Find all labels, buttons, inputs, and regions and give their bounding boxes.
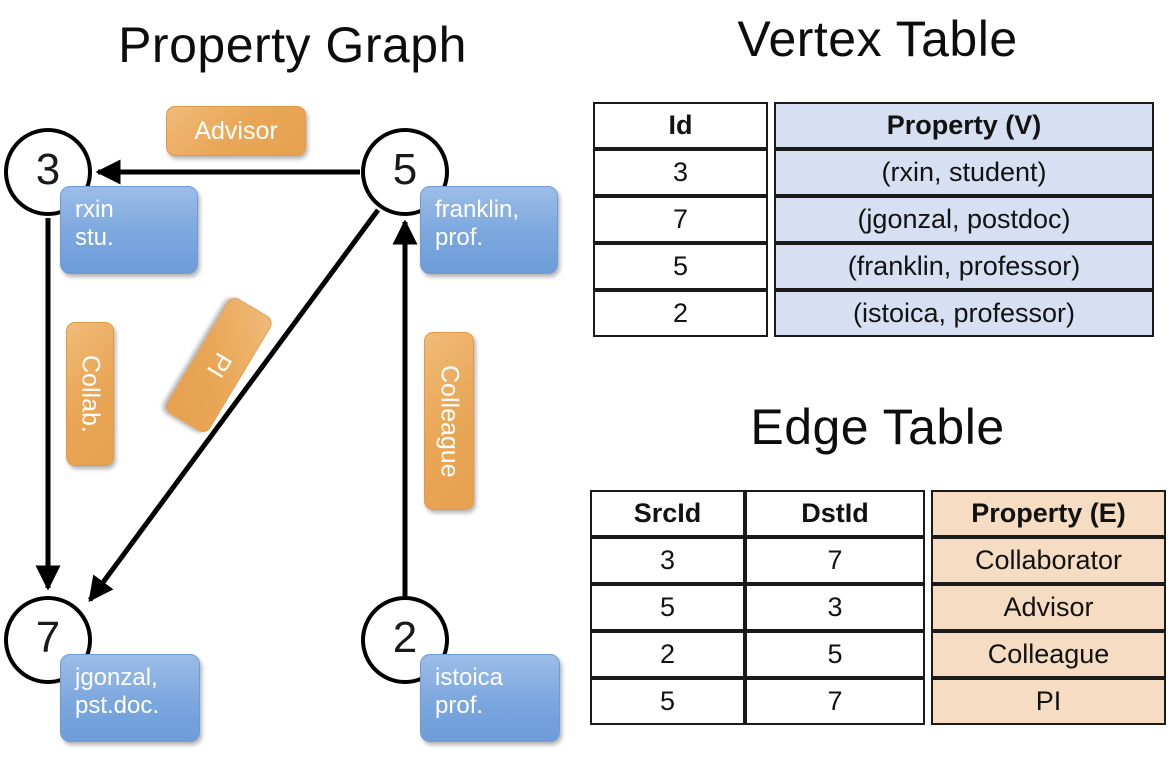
node-7-prop-line1: jgonzal,	[75, 664, 158, 691]
node-2-prop-line1: istoica	[435, 664, 504, 691]
property-graph-title: Property Graph	[118, 17, 467, 73]
table-row[interactable]: 7 (jgonzal, postdoc)	[593, 196, 1154, 243]
vertex-table: Id Property (V) 3 (rxin, student) 7 (jgo…	[593, 102, 1154, 337]
edge-table: SrcId DstId Property (E) 3 7 Collaborato…	[590, 490, 1166, 725]
edge-row-3-property: PI	[931, 678, 1166, 725]
node-3-prop-line1: rxin	[75, 196, 114, 223]
node-property-box-7: jgonzal, pst.doc.	[60, 654, 200, 742]
table-row[interactable]: 5 (franklin, professor)	[593, 243, 1154, 290]
graph-node-2-label: 2	[392, 613, 418, 662]
node-2-prop-line2: prof.	[435, 692, 484, 720]
vertex-table-title: Vertex Table	[737, 11, 1018, 67]
table-row[interactable]: 3 7 Collaborator	[590, 537, 1166, 584]
table-row[interactable]: 3 (rxin, student)	[593, 149, 1154, 196]
table-row[interactable]: 5 7 PI	[590, 678, 1166, 725]
node-7-prop-line2: pst.doc.	[75, 692, 160, 720]
property-graph-diagram: 3 5 7 2 rxin stu. franklin, prof. jgonza…	[4, 106, 560, 742]
node-3-prop-line2: stu.	[75, 224, 114, 252]
edge-row-2-property: Colleague	[931, 631, 1166, 678]
node-property-box-2: istoica prof.	[420, 654, 560, 742]
vertex-row-1-id: 7	[593, 196, 768, 243]
vertex-table-header-row: Id Property (V)	[593, 102, 1154, 149]
graph-edges-svg	[35, 159, 418, 603]
edge-row-3-dst: 7	[745, 678, 925, 725]
vertex-row-0-id: 3	[593, 149, 768, 196]
node-property-box-5: franklin, prof.	[420, 186, 558, 274]
edge-row-1-dst: 3	[745, 584, 925, 631]
edge-label-advisor: Advisor	[166, 106, 306, 156]
edge-row-1-property: Advisor	[931, 584, 1166, 631]
edge-label-collab: Collab.	[66, 322, 114, 466]
vertex-row-3-id: 2	[593, 290, 768, 337]
edge-row-3-src: 5	[590, 678, 745, 725]
graph-node-3-label: 3	[35, 145, 61, 194]
vertex-table-header-property: Property (V)	[774, 102, 1154, 149]
edge-table-header-srcid: SrcId	[590, 490, 745, 537]
edge-table-header-row: SrcId DstId Property (E)	[590, 490, 1166, 537]
edge-label-colleague: Colleague	[424, 332, 474, 510]
edge-row-0-dst: 7	[745, 537, 925, 584]
node-property-box-3: rxin stu.	[60, 186, 198, 274]
edge-row-2-dst: 5	[745, 631, 925, 678]
graph-node-5[interactable]: 5	[361, 128, 449, 216]
graph-node-5-label: 5	[392, 145, 418, 194]
edge-row-0-src: 3	[590, 537, 745, 584]
graph-node-7-label: 7	[35, 613, 61, 662]
edge-table-header-dstid: DstId	[745, 490, 925, 537]
table-row[interactable]: 2 5 Colleague	[590, 631, 1166, 678]
table-row[interactable]: 2 (istoica, professor)	[593, 290, 1154, 337]
edge-row-1-src: 5	[590, 584, 745, 631]
edge-row-0-property: Collaborator	[931, 537, 1166, 584]
node-5-prop-line2: prof.	[435, 224, 484, 252]
vertex-table-header-id: Id	[593, 102, 768, 149]
edge-table-title: Edge Table	[750, 399, 1005, 455]
vertex-row-2-id: 5	[593, 243, 768, 290]
vertex-row-2-property: (franklin, professor)	[774, 243, 1154, 290]
edge-row-2-src: 2	[590, 631, 745, 678]
vertex-row-3-property: (istoica, professor)	[774, 290, 1154, 337]
edge-5-to-7	[87, 208, 381, 603]
vertex-row-0-property: (rxin, student)	[774, 149, 1154, 196]
node-5-prop-line1: franklin,	[435, 196, 520, 223]
graph-node-2[interactable]: 2	[361, 596, 449, 684]
edge-table-header-property: Property (E)	[931, 490, 1166, 537]
vertex-row-1-property: (jgonzal, postdoc)	[774, 196, 1154, 243]
table-row[interactable]: 5 3 Advisor	[590, 584, 1166, 631]
